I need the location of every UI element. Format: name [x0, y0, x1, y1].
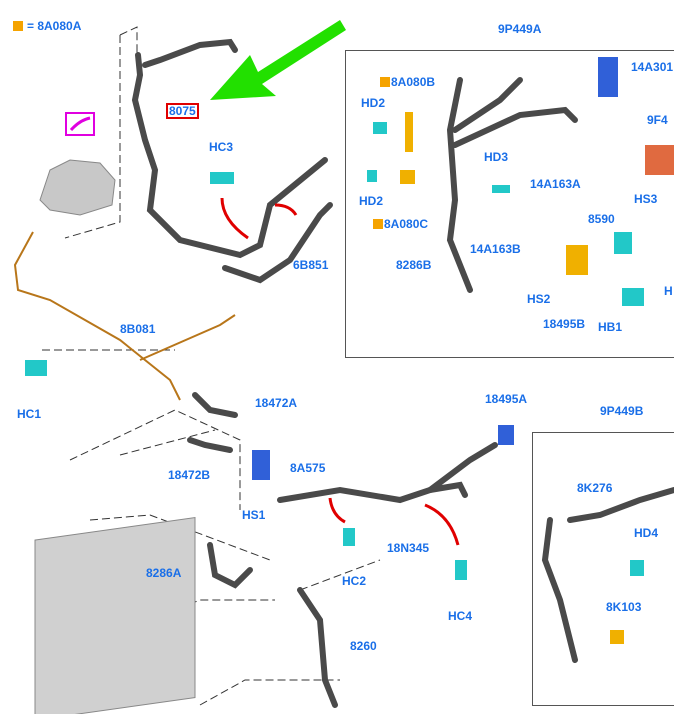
part-8k103[interactable]: 8K103 [606, 600, 642, 614]
part-18495b[interactable]: 18495B [543, 317, 586, 331]
part-hs1[interactable]: HS1 [242, 508, 266, 522]
inset-9p449a [345, 50, 674, 358]
radiator[interactable] [34, 517, 196, 714]
part-hd3[interactable]: HD3 [484, 150, 509, 164]
part-hc4[interactable]: HC4 [448, 609, 473, 623]
part-8590[interactable]: 8590 [588, 212, 615, 226]
part-hc3[interactable]: HC3 [209, 140, 234, 154]
part-18472b[interactable]: 18472B [168, 468, 211, 482]
part-14a301[interactable]: 14A301 [631, 60, 674, 74]
part-hs2[interactable]: HS2 [527, 292, 551, 306]
legend-square-icon [380, 77, 390, 87]
part-hd2-upper[interactable]: HD2 [361, 96, 386, 110]
green-arrow-icon [210, 20, 346, 100]
part-8a080c[interactable]: 8A080C [384, 217, 429, 231]
part-9p449a[interactable]: 9P449A [498, 22, 542, 36]
part-8k276[interactable]: 8K276 [577, 481, 613, 495]
part-hc1[interactable]: HC1 [17, 407, 42, 421]
expansion-tank[interactable] [39, 159, 116, 216]
part-8286a[interactable]: 8286A [146, 566, 182, 580]
part-9p449b[interactable]: 9P449B [600, 404, 644, 418]
part-18495a[interactable]: 18495A [485, 392, 528, 406]
part-h-cut[interactable]: H [664, 284, 673, 298]
legend-square-icon [373, 219, 383, 229]
part-14a163b[interactable]: 14A163B [470, 242, 521, 256]
part-8075[interactable]: 8075 [166, 103, 199, 119]
part-hb1[interactable]: HB1 [598, 320, 623, 334]
part-hc2[interactable]: HC2 [342, 574, 367, 588]
legend-square-icon [13, 21, 23, 31]
part-8260[interactable]: 8260 [350, 639, 377, 653]
part-18472a[interactable]: 18472A [255, 396, 298, 410]
part-8a080b[interactable]: 8A080B [391, 75, 436, 89]
part-hd2-lower[interactable]: HD2 [359, 194, 384, 208]
inset-9p449b [532, 432, 674, 706]
part-18n345[interactable]: 18N345 [387, 541, 430, 555]
part-6b851[interactable]: 6B851 [293, 258, 329, 272]
part-hd4[interactable]: HD4 [634, 526, 659, 540]
part-hs3[interactable]: HS3 [634, 192, 658, 206]
expansion-tank-callout-icon[interactable] [65, 112, 95, 136]
part-8b081[interactable]: 8B081 [120, 322, 156, 336]
part-8a575[interactable]: 8A575 [290, 461, 326, 475]
part-14a163a[interactable]: 14A163A [530, 177, 581, 191]
part-8286b[interactable]: 8286B [396, 258, 432, 272]
legend-text: = 8A080A [27, 19, 82, 33]
part-9f4[interactable]: 9F4 [647, 113, 668, 127]
